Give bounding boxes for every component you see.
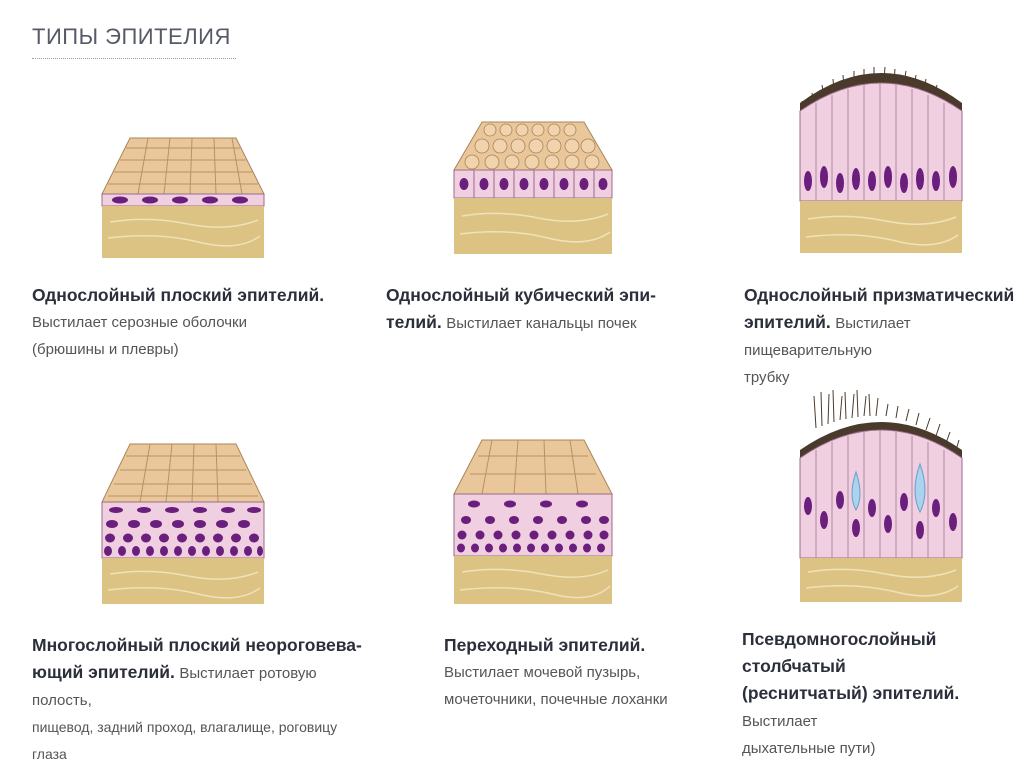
caption-desc-inline: Выстилает [742,713,818,730]
caption-title: Однослойный кубический эпи- [386,285,656,305]
caption-desc-line: дыхательные пути) [742,740,876,757]
caption-simple-columnar: Однослойный призматический эпителий. Выс… [744,282,1022,391]
cell-surface [101,137,265,195]
caption-title-cont: ющий эпителий. [32,662,175,682]
caption-desc-inline: Выстилает канальцы почек [446,315,637,332]
page-title: ТИПЫ ЭПИТЕЛИЯ [32,24,231,49]
simple-cuboidal-illustration [453,121,613,254]
caption-desc-line: (брюшины и плевры) [32,341,179,358]
microvilli [885,403,960,451]
caption-title: Псевдомногослойный столбчатый [742,629,937,676]
cilia-brush-border [800,73,962,113]
cilia-brush-border [800,422,962,460]
connective-tissue [102,206,264,258]
connective-tissue [454,556,612,604]
cell-surface [101,443,265,503]
simple-columnar-illustration [799,66,963,253]
caption-title: Многослойный плоский неороговева- [32,635,362,655]
title-rule [32,58,236,59]
caption-title: Однослойный плоский эпителий. [32,285,325,305]
caption-stratified-squamous: Многослойный плоский неороговева- ющий э… [32,632,372,768]
nuclei [104,507,263,556]
caption-desc-inline: Выстилает пищеварительную [744,315,911,359]
caption-title: Однослойный призматический [744,285,1015,305]
caption-desc-line: Выстилает серозные оболочки [32,314,247,331]
cell-layer [799,429,963,559]
connective-tissue [800,201,962,253]
cell-layers [101,501,265,559]
cell-surface [453,439,613,495]
caption-desc-line: Выстилает мочевой пузырь, [444,664,641,681]
caption-title: Переходный эпителий. [444,635,646,655]
nuclei [804,166,957,193]
goblet-cells [851,462,926,514]
caption-title-cont: эпителий. [744,312,831,332]
caption-desc-line: мочеточники, почечные лоханки [444,691,668,708]
simple-squamous-illustration [101,137,265,258]
stratified-squamous-illustration [101,443,265,604]
microvilli [801,66,958,110]
cilia [813,389,879,429]
nuclei [804,491,957,539]
connective-tissue [800,558,962,602]
nuclei [457,500,609,553]
caption-desc-line: трубку [744,369,790,386]
caption-pseudostratified: Псевдомногослойный столбчатый (реснитчат… [742,626,1022,762]
caption-title-cont: (реснитчатый) эпителий. [742,683,960,703]
caption-title-cont: телий. [386,312,442,332]
nuclei [459,178,608,190]
caption-desc-line: пищевод, задний проход, влагалище, рогов… [32,719,338,762]
connective-tissue [454,198,612,254]
caption-transitional: Переходный эпителий. Выстилает мочевой п… [444,632,694,713]
page-header: ТИПЫ ЭПИТЕЛИЯ [32,24,236,59]
caption-simple-cuboidal: Однослойный кубический эпи- телий. Высти… [386,282,706,337]
caption-desc-inline: Выстилает ротовую полость, [32,665,317,709]
pseudostratified-illustration [799,389,963,602]
nuclei [112,196,248,204]
cell-tops [464,123,600,170]
transitional-illustration [453,439,613,604]
caption-simple-squamous: Однослойный плоский эпителий. Выстилает … [32,282,362,363]
